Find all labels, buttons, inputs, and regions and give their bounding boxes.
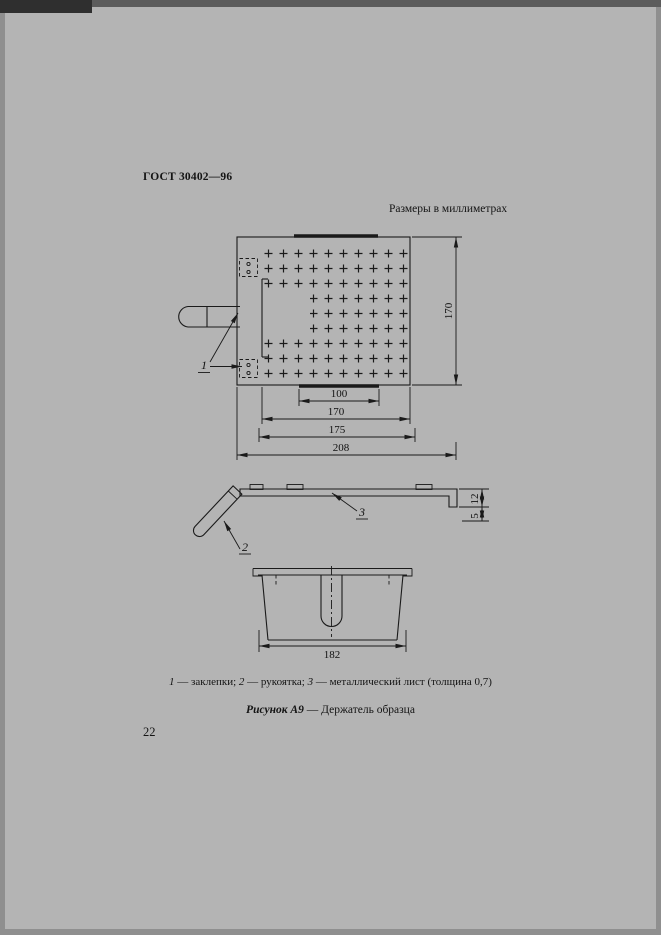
front-view: 182 xyxy=(252,566,413,661)
dim-base-width: 182 xyxy=(324,649,341,661)
cross-field-middle xyxy=(310,291,408,336)
rivet-dot xyxy=(246,261,251,267)
legend-num-1: 1 xyxy=(169,676,175,688)
tab xyxy=(249,484,264,490)
scan-edge-top xyxy=(0,0,661,7)
leader-line xyxy=(331,492,358,512)
dim-frame-width: 175 xyxy=(329,424,346,436)
leader-1-rivets: 1 xyxy=(201,358,207,372)
rivet-dot xyxy=(246,370,251,376)
figure-caption-title: — Держатель образца xyxy=(306,704,415,716)
figure-caption-label: Рисунок А9 xyxy=(246,704,304,716)
dim-plate-width: 170 xyxy=(328,406,345,418)
front-left-tab xyxy=(252,568,262,577)
front-right-tab xyxy=(403,568,413,577)
legend-num-3: 3 xyxy=(307,676,314,688)
dim-edge-height: 12 xyxy=(469,494,481,505)
tab xyxy=(286,484,304,490)
rivet-plate-upper xyxy=(239,258,258,277)
figure-caption: Рисунок А9 — Держатель образца xyxy=(0,704,661,716)
document-header: ГОСТ 30402—96 xyxy=(143,171,233,183)
cross-field-top xyxy=(261,246,408,291)
scan-corner-mark xyxy=(0,0,92,13)
rivet-dot xyxy=(246,269,251,275)
dim-overall-width: 208 xyxy=(333,442,350,454)
leader-2-handle: 2 xyxy=(242,540,248,554)
tab xyxy=(415,484,433,490)
leader-3-sheet: 3 xyxy=(358,505,365,519)
dim-slot-width: 100 xyxy=(331,388,348,400)
dim-plate-height: 170 xyxy=(443,302,455,319)
leader-line xyxy=(223,520,241,550)
figure-legend: 1 — заклепки; 2 — рукоятка; 3 — металлич… xyxy=(169,676,492,688)
scanned-page xyxy=(5,7,656,929)
handle-side xyxy=(192,485,243,538)
handle-plan xyxy=(178,305,240,328)
cross-field-bottom xyxy=(261,336,408,380)
rivet-dot xyxy=(246,362,251,368)
front-right-side xyxy=(396,574,404,641)
units-note: Размеры в миллиметрах xyxy=(389,203,508,215)
leader-line xyxy=(209,312,239,363)
dim-lip-height: 5 xyxy=(469,513,481,519)
legend-num-2: 2 xyxy=(238,676,245,688)
page-number: 22 xyxy=(143,725,156,739)
side-view: 2 3 12 5 xyxy=(192,484,489,555)
sheet-edge-profile xyxy=(239,488,458,508)
front-left-side xyxy=(261,574,269,641)
top-view: 1 170 100 170 175 208 xyxy=(178,234,462,460)
